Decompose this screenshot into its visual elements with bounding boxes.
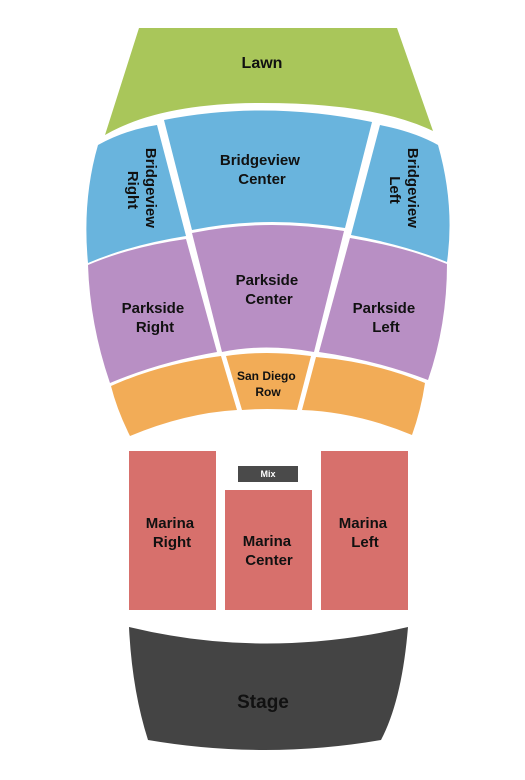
section-marina-right[interactable]: Marina Right xyxy=(129,451,216,610)
section-bridgeview-left-label: Bridgeview Left xyxy=(386,148,421,232)
section-parkside-left-label: Parkside Left xyxy=(353,300,420,336)
section-san-diego-row-label: San Diego Row xyxy=(237,369,299,399)
section-marina-left[interactable]: Marina Left xyxy=(321,451,408,610)
section-parkside-left-shape[interactable] xyxy=(319,238,447,380)
section-bridgeview-center[interactable]: Bridgeview Center xyxy=(164,110,372,230)
section-lawn-label: Lawn xyxy=(242,55,283,72)
section-marina-center-label: Marina Center xyxy=(243,533,296,569)
section-bridgeview-right-label: Bridgeview Right xyxy=(124,148,159,232)
section-san-diego-row[interactable]: San Diego Row xyxy=(111,353,425,436)
section-marina-right-shape[interactable] xyxy=(129,451,216,610)
section-marina-center[interactable]: Marina Center xyxy=(225,490,312,610)
section-parkside-left[interactable]: Parkside Left xyxy=(319,238,447,380)
section-parkside-center-label: Parkside Center xyxy=(236,272,303,308)
section-marina-right-label: Marina Right xyxy=(146,515,199,551)
section-san-diego-row-left-shape[interactable] xyxy=(111,356,237,436)
section-bridgeview-center-label: Bridgeview Center xyxy=(220,152,304,188)
section-bridgeview-center-shape[interactable] xyxy=(164,110,372,230)
section-marina-left-label: Marina Left xyxy=(339,515,392,551)
stage: Stage xyxy=(129,627,408,750)
mix-booth: Mix xyxy=(238,466,298,482)
section-lawn[interactable]: Lawn xyxy=(105,28,433,135)
section-parkside-center[interactable]: Parkside Center xyxy=(192,224,344,352)
stage-shape xyxy=(129,627,408,750)
section-parkside-right-shape[interactable] xyxy=(88,239,217,383)
section-bridgeview-right[interactable]: Bridgeview Right xyxy=(86,125,186,263)
section-marina-left-shape[interactable] xyxy=(321,451,408,610)
section-bridgeview-left[interactable]: Bridgeview Left xyxy=(351,125,450,262)
section-parkside-center-shape[interactable] xyxy=(192,224,344,352)
section-parkside-right-label: Parkside Right xyxy=(122,300,189,336)
section-marina-center-shape[interactable] xyxy=(225,490,312,610)
section-bridgeview-left-shape[interactable] xyxy=(351,125,450,262)
section-san-diego-row-center-shape[interactable] xyxy=(226,353,311,410)
section-lawn-shape[interactable] xyxy=(105,28,433,135)
section-parkside-right[interactable]: Parkside Right xyxy=(88,239,217,383)
stage-label: Stage xyxy=(237,692,289,713)
section-bridgeview-right-shape[interactable] xyxy=(86,125,186,263)
mix-booth-label: Mix xyxy=(260,469,275,479)
mix-booth-shape xyxy=(238,466,298,482)
section-san-diego-row-right-shape[interactable] xyxy=(302,357,425,435)
